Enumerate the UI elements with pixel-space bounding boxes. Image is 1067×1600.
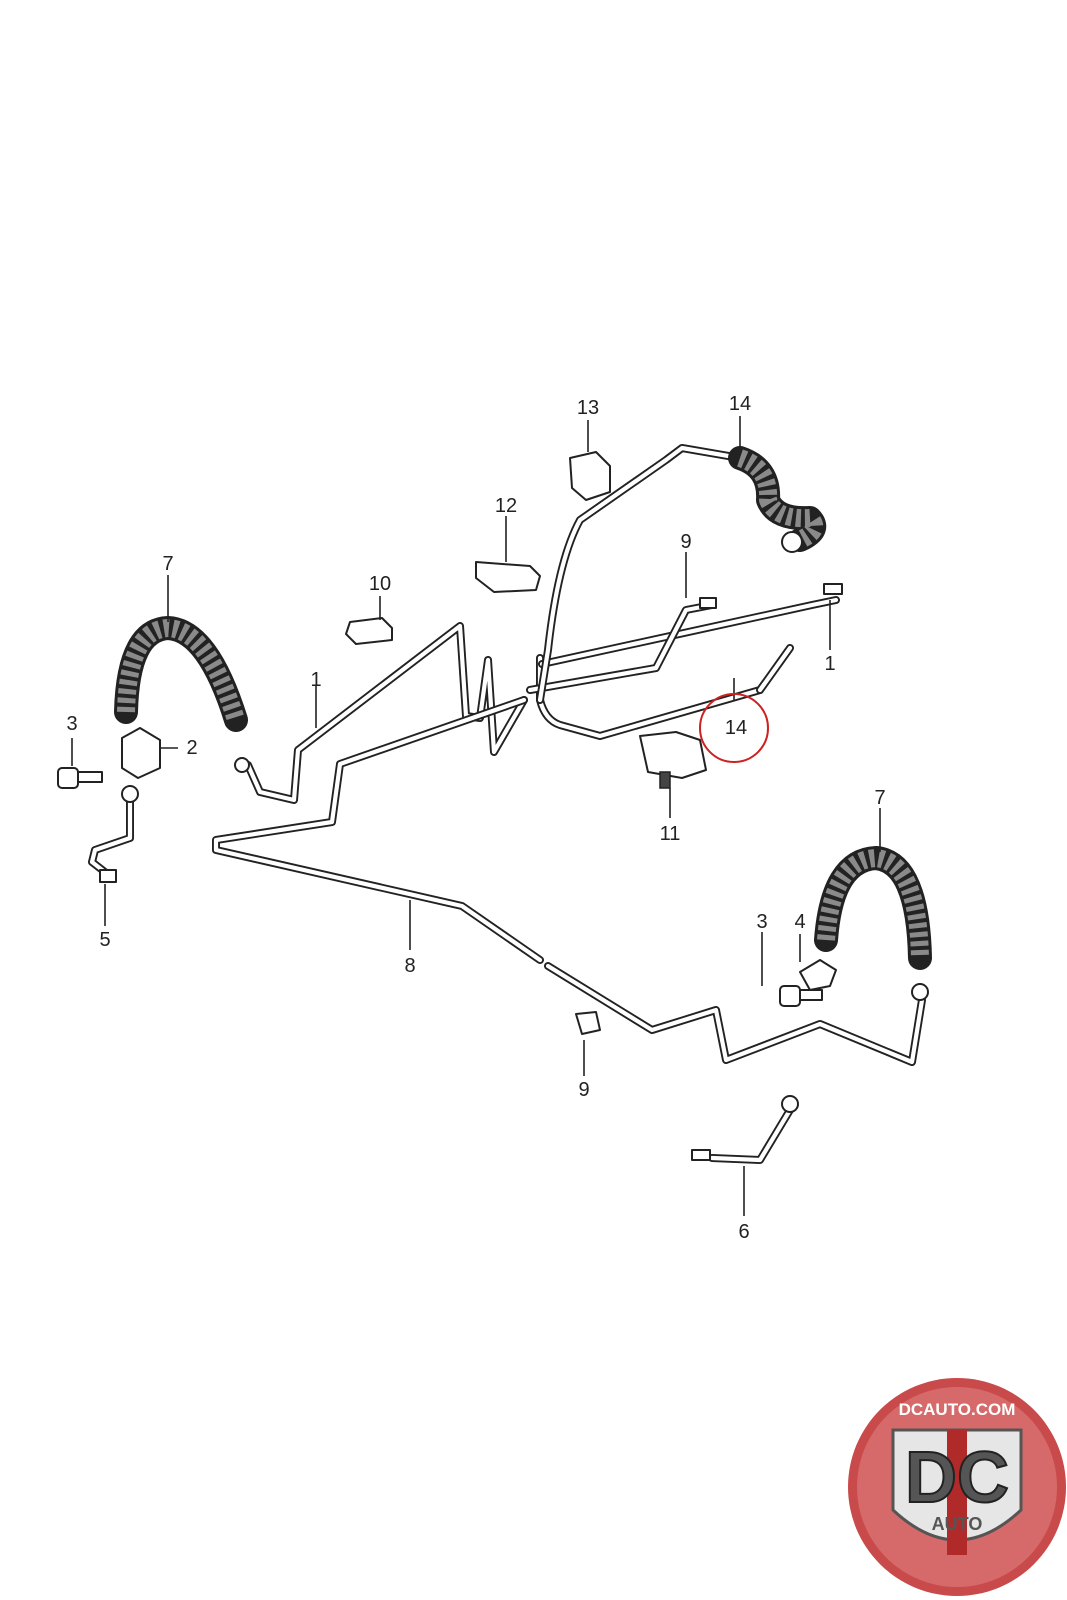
callout-1-right: 1 (824, 653, 835, 675)
bracket-4 (799, 959, 837, 991)
callout-1-left: 1 (310, 669, 321, 691)
bracket-12 (475, 561, 541, 593)
dcauto-logo: DCAUTO.COM DC AUTO (848, 1378, 1066, 1596)
callout-14-top: 14 (729, 393, 751, 415)
callout-7-left: 7 (162, 553, 173, 575)
callout-5: 5 (99, 929, 110, 951)
callout-10: 10 (369, 573, 391, 595)
callout-4: 4 (794, 911, 805, 933)
small-parts (57, 451, 929, 1161)
callout-11: 11 (660, 823, 681, 845)
callout-numbers: 1 1 2 3 3 4 5 6 7 7 8 9 9 10 11 12 13 14… (66, 393, 885, 1243)
callout-3-right: 3 (756, 911, 767, 933)
callout-13: 13 (577, 397, 599, 419)
callout-12: 12 (495, 495, 517, 517)
logo-sub-text: AUTO (932, 1514, 983, 1534)
bracket-2 (121, 727, 161, 779)
logo-top-text: DCAUTO.COM (899, 1400, 1016, 1419)
highlight-circle (699, 693, 769, 763)
clip-9-lower (575, 1011, 601, 1035)
brake-pipe-network (88, 444, 926, 1164)
callout-14-highlighted: 14 (725, 717, 747, 739)
junction-block-11 (639, 731, 707, 779)
callout-7-right: 7 (874, 787, 885, 809)
callout-2: 2 (186, 737, 197, 759)
callout-3-left: 3 (66, 713, 77, 735)
callout-8: 8 (404, 955, 415, 977)
logo-main-text: DC (905, 1438, 1009, 1518)
clip-10 (345, 617, 393, 645)
leader-lines (71, 416, 881, 1216)
clip-13 (569, 451, 611, 501)
bolt-3-left (57, 767, 103, 789)
callout-9-lower: 9 (578, 1079, 589, 1101)
callout-9-upper: 9 (680, 531, 691, 553)
callout-6: 6 (738, 1221, 749, 1243)
flex-hoses (114, 446, 932, 970)
